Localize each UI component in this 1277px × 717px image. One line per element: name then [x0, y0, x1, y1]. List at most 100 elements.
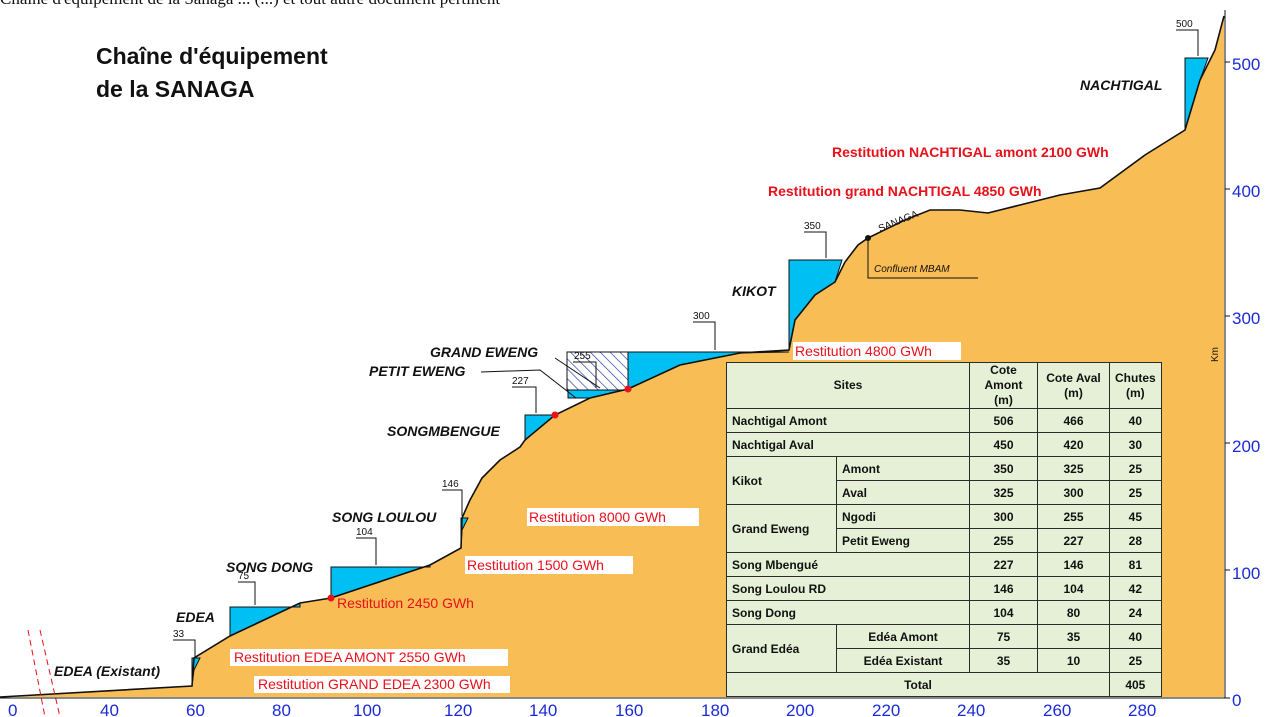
restitution-grand-edea: Restitution GRAND EDEA 2300 GWh	[258, 676, 491, 692]
restitution-song-loulou: Restitution 1500 GWh	[467, 557, 604, 573]
cote-amont: 300	[969, 504, 1038, 529]
restitution-point	[327, 594, 335, 602]
site-label-nachtigal: NACHTIGAL	[1080, 77, 1162, 93]
cote-amont: 35	[969, 648, 1038, 673]
site-label-petit-eweng: PETIT EWENG	[369, 363, 466, 379]
table-header-row: Sites Cote Amont (m) Cote Aval (m) Chute…	[726, 362, 1162, 409]
grand-eweng-leader	[554, 357, 601, 389]
cote-amont: 350	[969, 456, 1038, 481]
sub-site-name: Ngodi	[836, 504, 970, 529]
confluent-label: Confluent MBAM	[874, 264, 950, 275]
chute: 30	[1109, 432, 1162, 457]
chute: 40	[1109, 624, 1162, 649]
chute: 25	[1109, 456, 1162, 481]
confluent-leader	[867, 238, 978, 279]
top-caption: Chaîne d'équipement de la Sanaga ... (..…	[0, 0, 500, 8]
restitution-label-bg	[793, 342, 961, 360]
y-tick-label: 200	[1232, 437, 1260, 456]
y-tick-label: 400	[1232, 182, 1260, 201]
site-label-grand-eweng: GRAND EWENG	[430, 344, 538, 360]
sub-site-name: Petit Eweng	[836, 528, 970, 553]
restitution-label-bg	[527, 508, 699, 526]
restitution-point	[551, 411, 559, 419]
site-name: Grand Eweng	[726, 504, 837, 553]
cote-aval: 80	[1037, 600, 1110, 625]
sub-site-name: Aval	[836, 480, 970, 505]
cote-aval: 146	[1037, 552, 1110, 577]
x-tick-label: 60	[186, 701, 205, 717]
x-tick-label: 180	[701, 701, 729, 717]
restitution-edea-amont: Restitution EDEA AMONT 2550 GWh	[234, 649, 466, 665]
sub-site-name: Edéa Existant	[836, 648, 970, 673]
table-row: Song Loulou RD 146 104 42	[726, 576, 1162, 601]
table-row: Grand Edéa Edéa Amont 75 35 40	[726, 624, 1162, 673]
elevation-500: 500	[1176, 19, 1193, 30]
y-tick-label: 0	[1232, 691, 1241, 710]
elevation-255: 255	[574, 351, 591, 362]
chute: 25	[1109, 480, 1162, 505]
cote-aval: 300	[1037, 480, 1110, 505]
site-name: Nachtigal Aval	[726, 432, 970, 457]
y-tick-label: 300	[1232, 309, 1260, 328]
elevation-104: 104	[356, 527, 373, 538]
site-label-edea: EDEA	[176, 609, 215, 625]
sites-table: Sites Cote Amont (m) Cote Aval (m) Chute…	[726, 362, 1162, 697]
table-total-row: Total 405	[726, 672, 1162, 697]
x-tick-label: 80	[272, 701, 291, 717]
y-tick-label: 500	[1232, 55, 1260, 74]
cote-aval: 466	[1037, 408, 1110, 433]
site-name: Nachtigal Amont	[726, 408, 970, 433]
x-tick-label: 100	[353, 701, 381, 717]
cote-amont: 450	[969, 432, 1038, 457]
break-line-2	[39, 629, 61, 717]
cote-amont: 227	[969, 552, 1038, 577]
site-label-edea-existant: EDEA (Existant)	[54, 663, 160, 679]
cote-amont: 75	[969, 624, 1038, 649]
site-label-song-loulou: SONG LOULOU	[332, 509, 437, 525]
table-row: Song Mbengué 227 146 81	[726, 552, 1162, 577]
y-axis-ticks	[1225, 61, 1230, 699]
chute: 28	[1109, 528, 1162, 553]
x-tick-label: 160	[615, 701, 643, 717]
elevation-33: 33	[173, 629, 185, 640]
restitution-kikot: Restitution 4800 GWh	[795, 343, 932, 359]
x-tick-label: 40	[100, 701, 119, 717]
chute: 42	[1109, 576, 1162, 601]
x-tick-label: 240	[957, 701, 985, 717]
chute: 81	[1109, 552, 1162, 577]
cote-amont: 255	[969, 528, 1038, 553]
x-tick-label: 280	[1128, 701, 1156, 717]
cote-amont: 104	[969, 600, 1038, 625]
restitution-label-bg	[230, 649, 508, 666]
cote-amont: 506	[969, 408, 1038, 433]
elevation-350: 350	[804, 221, 821, 232]
site-name: Song Mbengué	[726, 552, 970, 577]
chute: 25	[1109, 648, 1162, 673]
table-row: Nachtigal Aval 450 420 30	[726, 432, 1162, 457]
cote-amont: 146	[969, 576, 1038, 601]
table-row: Grand Eweng Ngodi 300 255 45	[726, 504, 1162, 553]
total-chute: 405	[1109, 672, 1162, 697]
x-tick-label: 140	[529, 701, 557, 717]
restitution-grand-nachtigal: Restitution grand NACHTIGAL 4850 GWh	[768, 183, 1042, 199]
cote-amont: 325	[969, 480, 1038, 505]
chart-title-line2: de la SANAGA	[96, 76, 254, 102]
cote-aval: 325	[1037, 456, 1110, 481]
restitution-songmbengue: Restitution 8000 GWh	[529, 509, 666, 525]
restitution-label-bg	[465, 556, 633, 574]
elevation-markers	[173, 29, 1199, 657]
cote-aval: 104	[1037, 576, 1110, 601]
chute: 40	[1109, 408, 1162, 433]
table-row: Nachtigal Amont 506 466 40	[726, 408, 1162, 433]
cote-aval: 255	[1037, 504, 1110, 529]
x-tick-label: 220	[872, 701, 900, 717]
petit-eweng-leader	[480, 369, 577, 399]
chart-title-line1: Chaîne d'équipement	[96, 43, 328, 69]
ngodi-hatched-block	[566, 351, 629, 391]
header-sites: Sites	[726, 362, 970, 409]
header-chutes: Chutes (m)	[1109, 362, 1162, 409]
site-label-song-dong: SONG DONG	[226, 559, 313, 575]
restitution-nachtigal-amont: Restitution NACHTIGAL amont 2100 GWh	[832, 144, 1109, 160]
chute: 45	[1109, 504, 1162, 529]
site-name: Kikot	[726, 456, 837, 505]
